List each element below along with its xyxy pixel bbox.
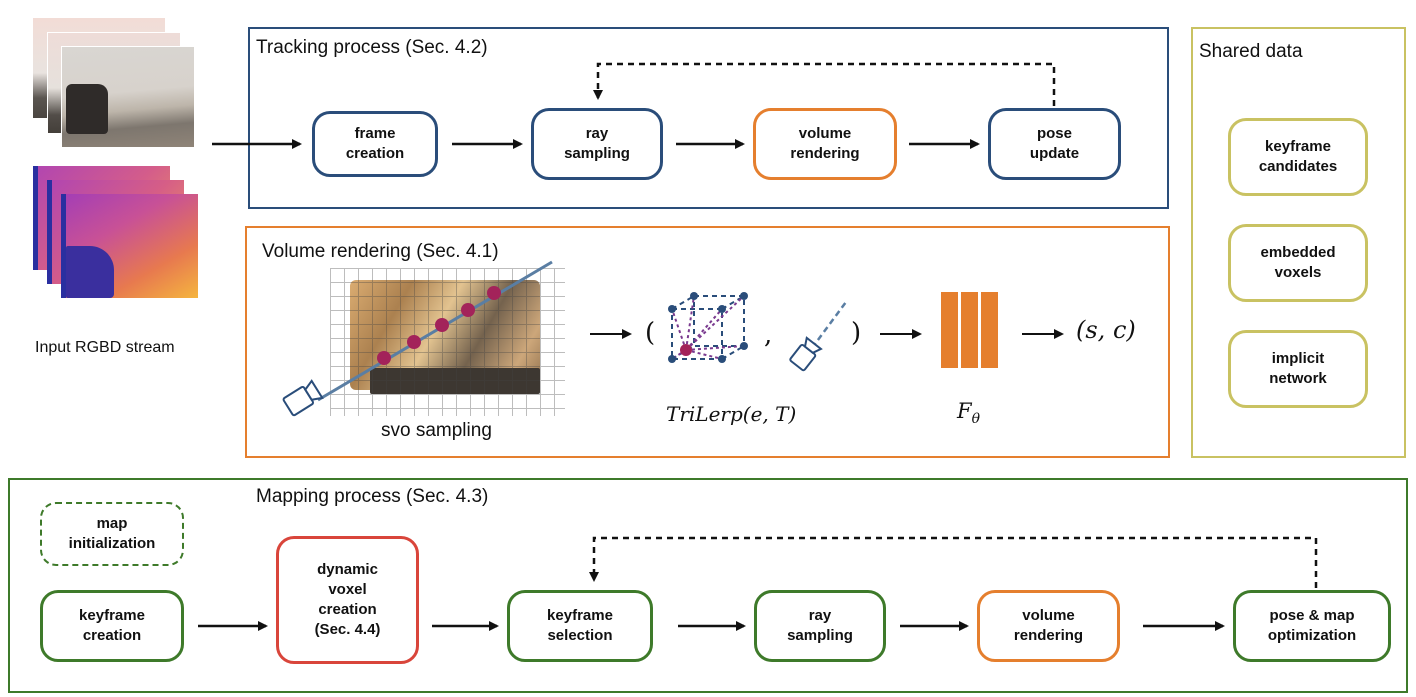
mapping-volume-rendering-box: volume rendering	[977, 590, 1120, 662]
tracking-volume-rendering-box: volume rendering	[753, 108, 897, 180]
tuple-open-paren: (	[645, 318, 656, 348]
map-initialization-box: map initialization	[40, 502, 184, 566]
shared-data-panel	[1191, 27, 1406, 458]
mapping-keyframe-selection-box: keyframe selection	[507, 590, 653, 662]
f-theta-label: Fθ	[957, 399, 980, 427]
trilerp-cube-icon	[671, 295, 745, 360]
sample-point	[407, 335, 421, 349]
svo-ray-line	[317, 260, 553, 402]
shared-data-title: Shared data	[1199, 41, 1303, 62]
svo-sample-points	[377, 286, 501, 365]
tracking-title: Tracking process (Sec. 4.2)	[256, 37, 488, 58]
depth-dark-region	[66, 246, 114, 298]
mapping-panel	[8, 478, 1408, 693]
shared-embedded-voxels-box: embedded voxels	[1228, 224, 1368, 302]
ray-direction-line	[810, 301, 848, 349]
trilerp-sample-point	[680, 344, 692, 356]
tuple-comma: ,	[764, 320, 773, 350]
room-floor-shape	[370, 368, 540, 394]
mapping-title: Mapping process (Sec. 4.3)	[256, 486, 489, 507]
sample-point	[487, 286, 501, 300]
input-caption: Input RGBD stream	[35, 339, 175, 356]
svo-sampling-illustration	[330, 268, 565, 416]
tracking-frame-creation-box: frame creation	[312, 111, 438, 177]
shared-keyframe-candidates-box: keyframe candidates	[1228, 118, 1368, 196]
shared-implicit-network-box: implicit network	[1228, 330, 1368, 408]
trilerp-cube-corners	[668, 292, 748, 363]
tracking-pose-update-box: pose update	[988, 108, 1121, 180]
sample-point	[461, 303, 475, 317]
ray-direction-camera-icon	[789, 336, 823, 372]
tuple-close-paren: )	[851, 318, 862, 348]
tracking-feedback-dashed	[593, 62, 1056, 106]
trilerp-label: TriLerp(e, T)	[666, 402, 797, 426]
f-theta-network-icon	[941, 292, 999, 368]
voxel-grid-overlay	[330, 268, 565, 416]
mapping-dynamic-voxel-creation-box: dynamic voxel creation (Sec. 4.4)	[276, 536, 419, 664]
f-label: F	[957, 399, 972, 423]
sample-point	[377, 351, 391, 365]
sample-point	[435, 318, 449, 332]
volume-rendering-panel	[245, 226, 1170, 458]
mapping-pose-map-optimization-box: pose & map optimization	[1233, 590, 1391, 662]
chair-shape	[66, 84, 108, 134]
svo-camera-icon	[282, 379, 324, 417]
theta-subscript: θ	[971, 411, 981, 428]
tracking-ray-sampling-box: ray sampling	[531, 108, 663, 180]
volume-rendering-title: Volume rendering (Sec. 4.1)	[262, 241, 499, 262]
mapping-feedback-dashed	[589, 536, 1318, 588]
output-sc-label: (s, c)	[1076, 316, 1136, 344]
mapping-ray-sampling-box: ray sampling	[754, 590, 886, 662]
svo-sampling-label: svo sampling	[381, 420, 492, 441]
mapping-keyframe-creation-box: keyframe creation	[40, 590, 184, 662]
tracking-panel	[248, 27, 1169, 209]
